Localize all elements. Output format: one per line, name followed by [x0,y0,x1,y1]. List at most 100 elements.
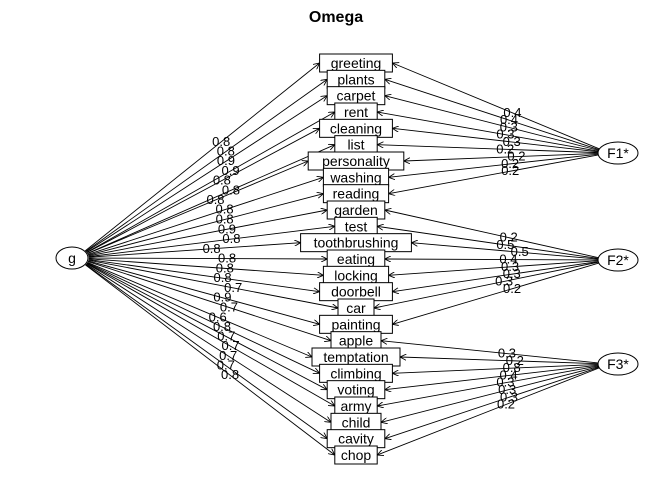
g-loading-edge [86,112,335,253]
group-factor-label: F3* [607,356,629,372]
g-loading-edge [87,145,334,254]
group-factor-node [597,141,639,165]
g-loading-edge [87,262,319,373]
group-factor-loading-edge [385,96,599,151]
group-factor-loading-edge [385,210,599,259]
group-factor-loading-label: 0.4 [499,367,517,382]
group-factor-loading-edge [377,226,599,259]
general-factor-label: g [68,250,76,266]
group-factor-loading-label: 0.2 [506,353,524,368]
g-loading-label: 0.8 [218,251,236,266]
item-label: reading [333,186,380,202]
g-loading-label: 0.9 [213,290,231,305]
group-factor-loading-label: 0.5 [496,237,514,252]
g-loading-edge [88,243,301,258]
item-label: car [346,300,366,316]
g-loading-label: 0.7 [220,299,238,314]
group-factor-loading-edge [389,260,599,276]
group-factor-loading-edge [392,364,599,373]
item-label: carpet [337,88,376,104]
diagram-title: Omega [309,9,363,26]
group-factor-loading-label: 0.3 [498,346,516,361]
group-factor-loading-edge [392,128,599,153]
g-loading-label: 0.9 [217,153,235,168]
item-label: greeting [331,55,382,71]
g-loading-label: 0.8 [216,211,234,226]
item-label: climbing [330,365,381,381]
group-factor-loading-label: 0.2 [501,163,519,178]
g-loading-label: 0.8 [217,144,235,159]
group-factor-loading-edge [400,357,599,365]
g-loading-label: 0.6 [209,309,227,324]
g-loading-edge [84,63,319,252]
general-factor-node [55,246,89,270]
g-loading-edge [85,96,327,253]
g-loading-edge [85,264,327,439]
g-loading-label: 0.8 [222,182,240,197]
group-factor-loading-label: 0.2 [500,230,518,245]
item-label: cleaning [330,120,382,136]
g-loading-label: 0.9 [222,163,240,178]
g-loading-label: 0.7 [217,329,235,344]
edges-layer [84,63,600,455]
item-label: voting [337,382,374,398]
group-factor-label: F2* [607,252,629,268]
g-loading-label: 0.7 [219,348,237,363]
g-loading-edge [88,259,320,292]
g-loading-edge [88,194,323,256]
item-label: army [340,398,371,414]
g-loading-edge [88,226,335,258]
group-factor-loading-label: 0.3 [496,375,514,390]
group-factor-loading-label: 0.3 [500,389,518,404]
group-factor-loading-label: 0.3 [498,382,516,397]
g-loading-edge [86,128,320,254]
g-loading-label: 0.8 [216,260,234,275]
group-factor-loading-edge [377,145,599,154]
item-label: cavity [338,431,374,447]
group-factor-loading-edge [377,365,599,406]
edge-labels-layer: 0.80.80.90.90.80.80.80.80.80.90.80.80.80… [203,105,529,412]
g-loading-label: 0.8 [214,270,232,285]
g-loading-edge [88,258,324,276]
group-factor-loading-edge [385,259,599,260]
group-factor-label: F1* [607,145,629,161]
group-factor-loading-edge [381,341,599,364]
g-loading-edge [87,177,323,255]
g-loading-edge [87,261,331,341]
group-factor-loading-label: 0.3 [503,134,521,149]
group-factor-node [597,248,639,272]
group-factor-loading-label: 0.5 [511,244,529,259]
item-label: temptation [323,349,388,365]
group-factor-loading-label: 0.3 [501,259,519,274]
group-factor-loading-label: 0.4 [503,105,521,120]
g-loading-edge [86,262,327,389]
g-loading-edge [88,260,319,324]
item-label: apple [339,333,373,349]
item-label: eating [337,251,375,267]
item-label: washing [329,169,381,185]
group-factor-node [597,352,639,376]
group-factor-loading-label: 0.8 [503,360,521,375]
g-loading-edge [85,263,331,422]
group-factor-loading-label: 0.4 [499,252,517,267]
g-loading-edge [85,79,327,252]
g-loading-label: 0.8 [213,319,231,334]
item-label: locking [334,267,378,283]
group-factor-loading-edge [385,364,599,389]
g-loading-label: 0.7 [217,358,235,373]
g-loading-label: 0.8 [212,134,230,149]
group-factor-loading-edge [377,367,600,455]
g-loading-label: 0.7 [224,280,242,295]
g-loading-label: 0.8 [203,241,221,256]
group-factor-loading-edge [411,243,599,260]
nodes-layer: greetingplantscarpetrentcleaninglistpers… [55,53,639,465]
item-label: toothbrushing [314,235,399,251]
group-factor-loading-label: 0.2 [503,281,521,296]
g-loading-label: 0.8 [206,192,224,207]
group-factor-loading-label: 0.3 [503,266,521,281]
g-loading-label: 0.8 [221,367,239,382]
g-loading-edge [88,258,327,259]
group-factor-loading-label: 0.3 [496,127,514,142]
